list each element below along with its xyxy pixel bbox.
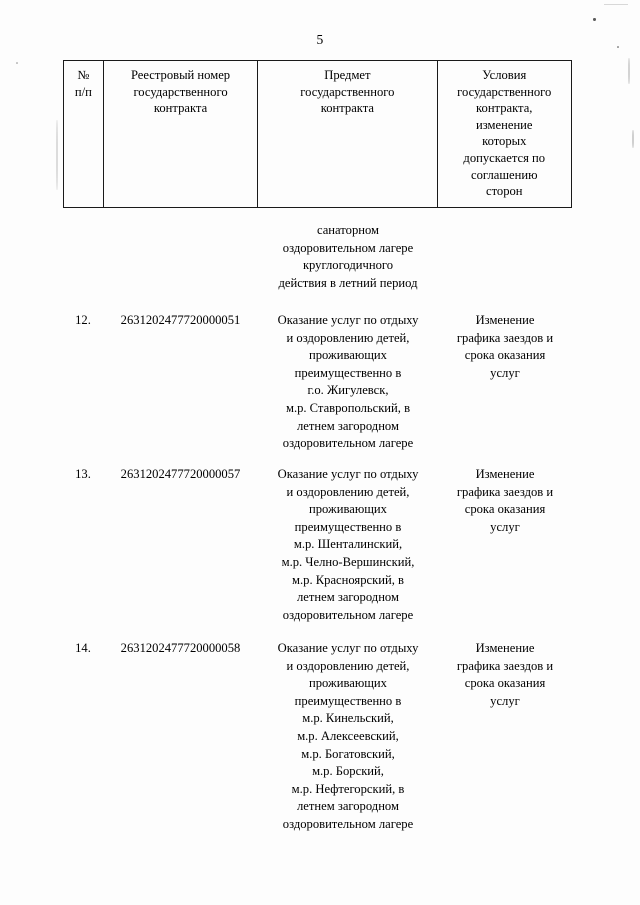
text-line: соглашению [471,167,538,182]
text-line: Изменение [475,313,535,327]
text-line: Реестровый номер [130,68,231,82]
text-line: услуг [490,519,520,534]
text-line: круглогодичного [302,258,394,273]
scan-speckle [16,62,18,64]
text-line: м.р. Челно-Вершинский, [281,554,415,569]
text-line: и оздоровлению детей, [286,330,410,345]
text-line: проживающих [309,502,387,517]
column-header-subject: Предмет государственного контракта [258,61,438,207]
text-line: срока оказания [464,676,546,691]
text-line: Предмет [324,68,371,82]
row-registry-number: 2631202477720000051 [120,313,241,327]
scan-edge-artifact [628,58,630,84]
row-number: 12. [75,313,91,327]
text-line: оздоровительном лагере [282,607,414,622]
text-line: м.р. Борский, [312,764,384,779]
text-line: летнем загородном [297,590,399,605]
text-line: преимущественно в [294,519,402,534]
row-registry-number: 2631202477720000057 [120,467,241,481]
text-line: графика заездов и [456,658,554,673]
text-line: м.р. Шенталинский, [293,537,403,552]
text-line: проживающих [309,348,387,363]
text-line: услуг [490,365,520,380]
text-line: Оказание услуг по отдыху [277,467,419,481]
row-subject: Оказание услуг по отдыху и оздоровлению д… [258,640,438,834]
row-conditions: Изменение графика заездов и срока оказания… [438,466,572,536]
text-line: контракта [153,101,208,116]
text-line: Условия [482,68,527,82]
row-subject: Оказание услуг по отдыху и оздоровлению д… [258,312,438,453]
text-line: контракта, [476,101,533,116]
text-line: изменение [476,117,533,132]
text-line: летнем загородном [297,799,399,814]
text-line: санаторном [316,223,380,237]
text-line: графика заездов и [456,330,554,345]
row-number: 13. [75,467,91,481]
scan-edge-artifact [56,120,58,190]
row-conditions: Изменение графика заездов и срока оказания… [438,312,572,382]
scan-speckle [593,18,596,21]
text-line: Изменение [475,467,535,481]
text-line: оздоровительном лагере [282,816,414,831]
text-line: Изменение [475,641,535,655]
text-line: проживающих [309,676,387,691]
scan-speckle [617,46,619,48]
text-line: срока оказания [464,502,546,517]
text-line: сторон [485,184,523,199]
text-line: м.р. Нефтегорский, в [291,781,405,796]
text-line: государственного [133,84,228,99]
text-line: государственного [457,84,552,99]
text-line: г.о. Жигулевск, [307,383,389,398]
continued-paragraph: санаторном оздоровительном лагере круглого… [258,222,438,292]
text-line: Оказание услуг по отдыху [277,641,419,655]
text-line: преимущественно в [294,365,402,380]
row-registry-number: 2631202477720000058 [120,641,241,655]
text-line: которых [482,134,527,149]
text-line: летнем загородном [297,418,399,433]
text-line: преимущественно в [294,693,402,708]
column-header-number: № п/п [64,61,104,207]
text-line: и оздоровлению детей, [286,658,410,673]
text-line: допускается по [463,150,546,165]
text-line: м.р. Ставропольский, в [285,400,411,415]
text-line: м.р. Богатовский, [301,746,395,761]
text-line: п/п [74,84,92,99]
page-number: 5 [316,32,324,47]
text-line: м.р. Кинельский, [302,711,394,726]
text-line: графика заездов и [456,484,554,499]
text-line: контракта [320,101,375,116]
row-subject: Оказание услуг по отдыху и оздоровлению д… [258,466,438,624]
text-line: № [77,68,90,82]
text-line: м.р. Алексеевский, [297,728,399,743]
text-line: Оказание услуг по отдыху [277,313,419,327]
column-header-conditions: Условия государственного контракта,изменен… [438,61,571,207]
text-line: м.р. Красноярский, в [292,572,404,587]
text-line: срока оказания [464,348,546,363]
scan-edge-artifact [604,4,628,5]
scan-edge-artifact [632,130,634,148]
text-line: услуг [490,693,520,708]
text-line: государственного [300,84,395,99]
row-conditions: Изменение графика заездов и срока оказания… [438,640,572,710]
column-header-registry-number: Реестровый номер государственного контракт… [104,61,259,207]
text-line: оздоровительном лагере [282,436,414,451]
table-header: № п/п Реестровый номер государственного кон… [63,60,572,208]
text-line: оздоровительном лагере [282,240,414,255]
text-line: действия в летний период [278,275,418,290]
row-number: 14. [75,641,91,655]
text-line: и оздоровлению детей, [286,484,410,499]
